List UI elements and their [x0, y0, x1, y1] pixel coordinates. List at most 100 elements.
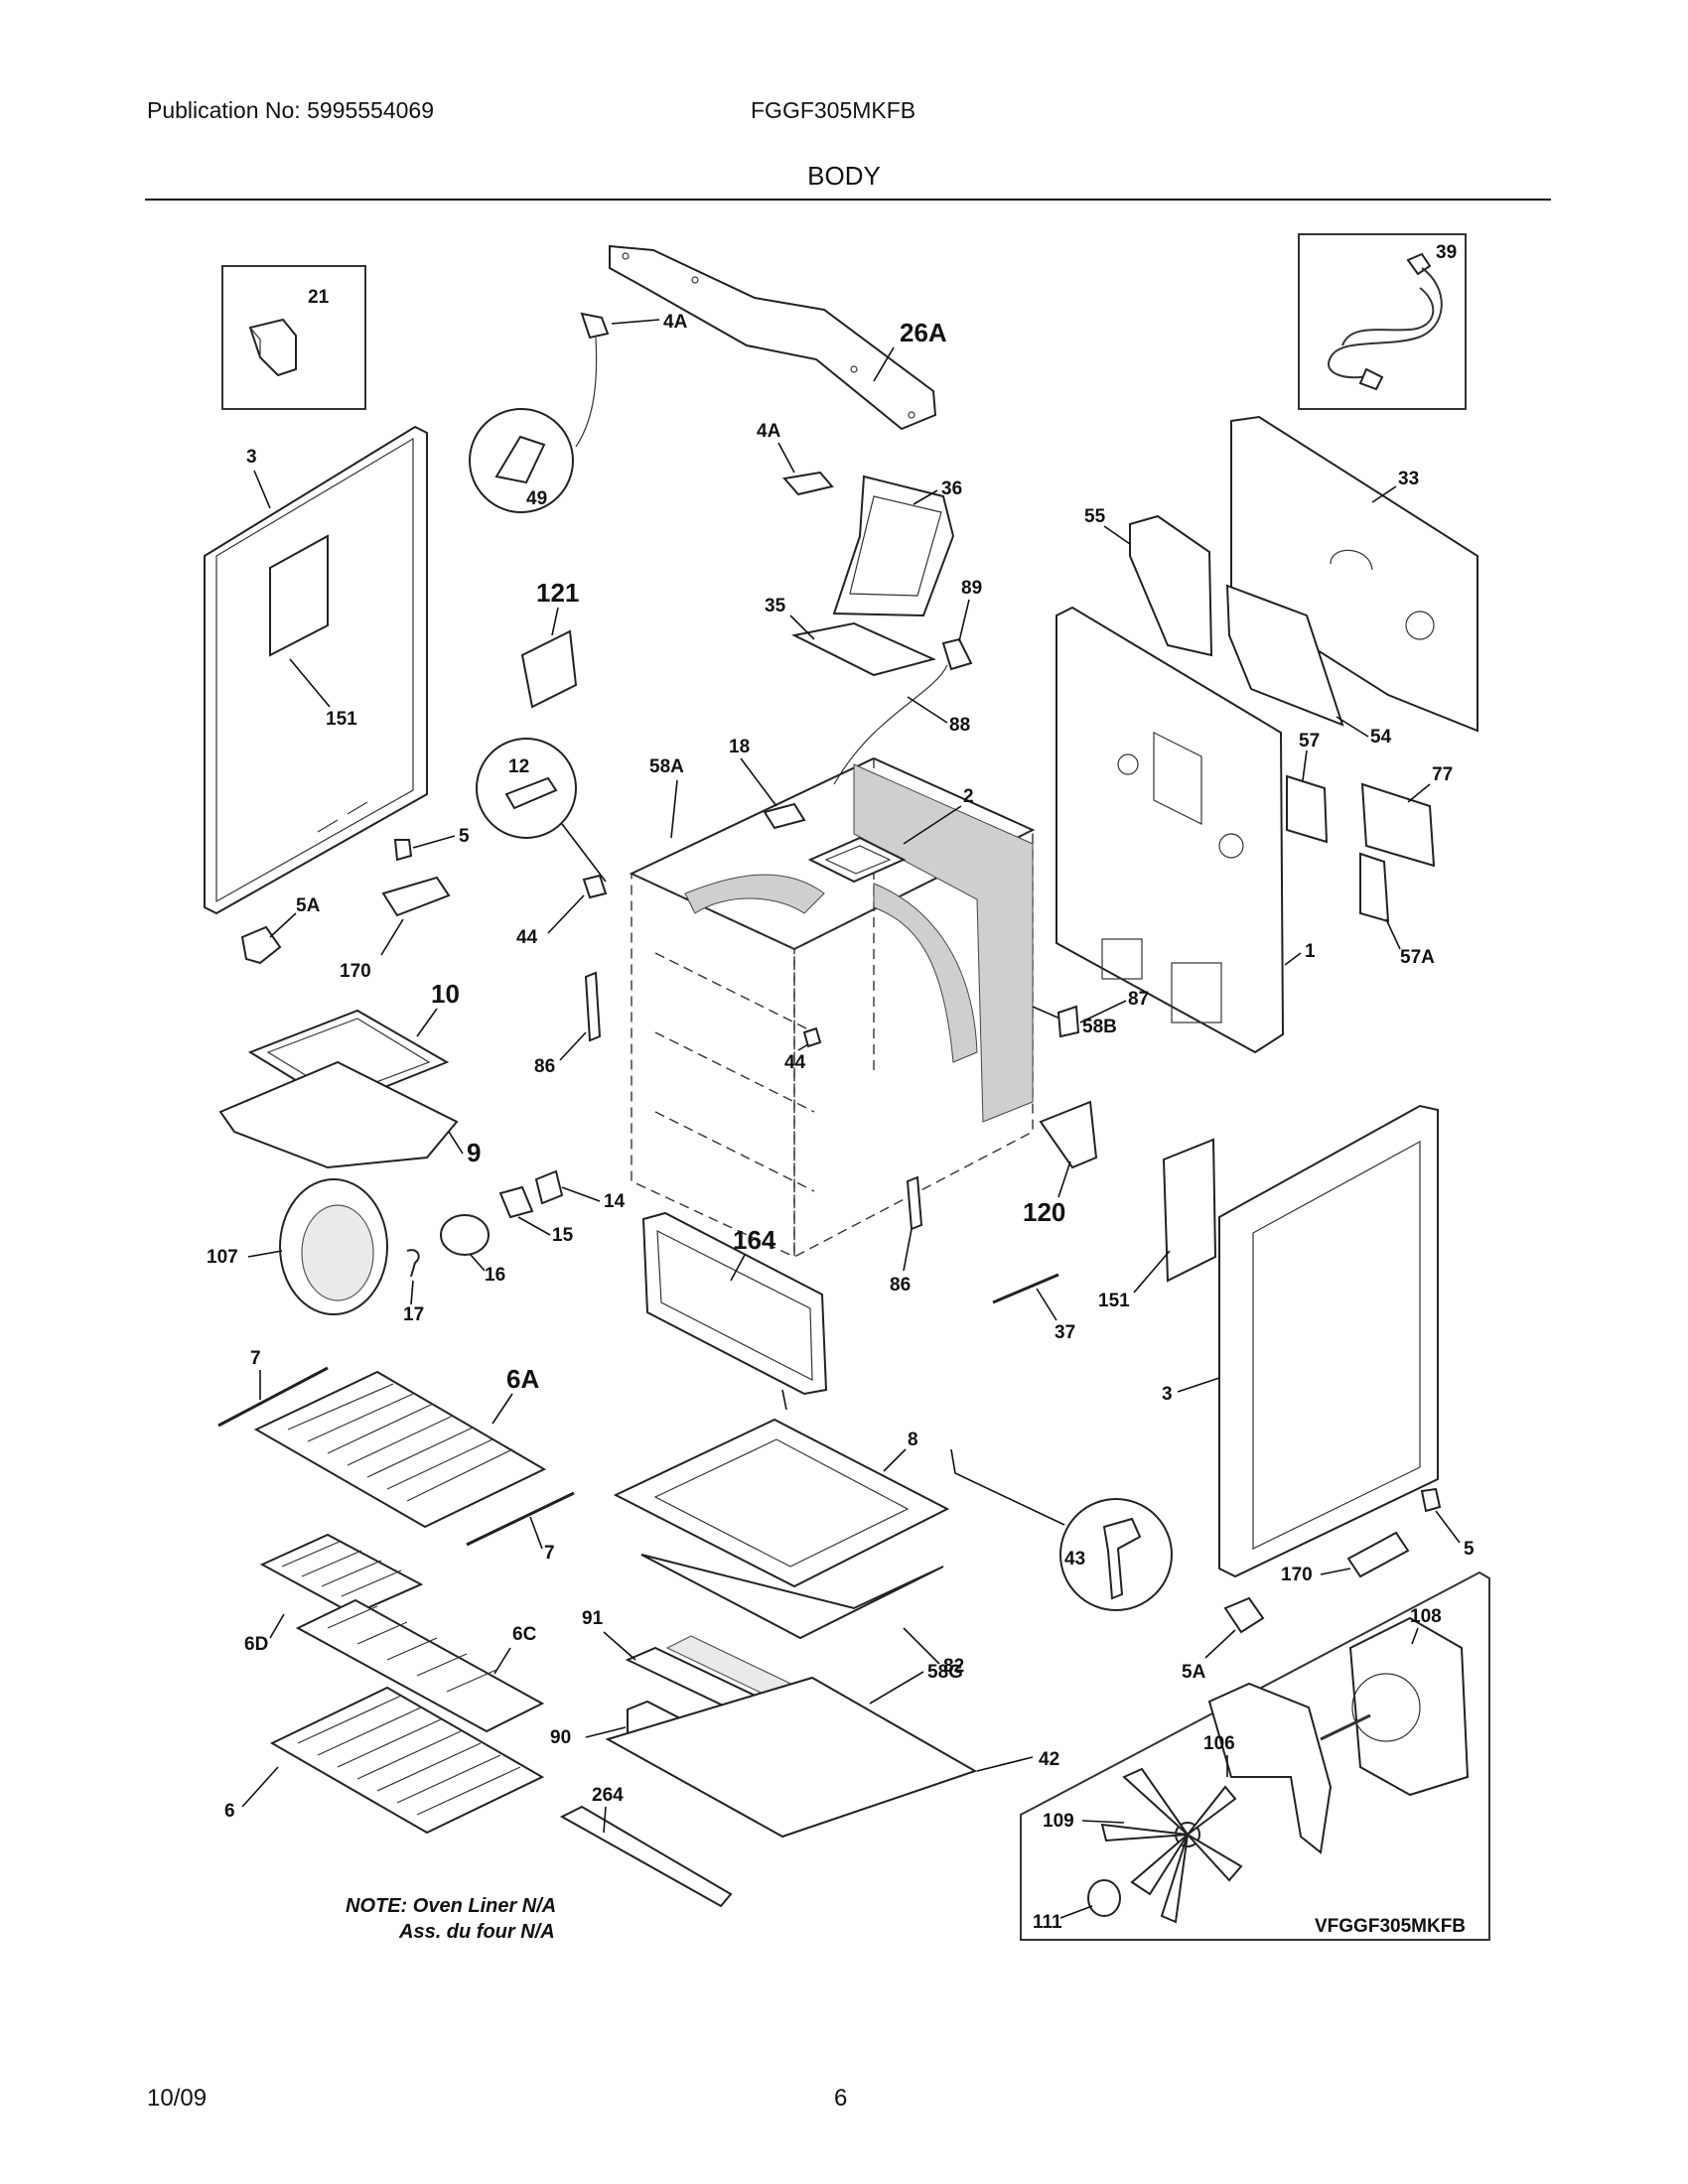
- label-6D: 6D: [244, 1634, 268, 1655]
- label-87: 87: [1128, 989, 1149, 1010]
- part-44-left: [582, 874, 608, 899]
- page-number: 6: [834, 2085, 848, 2112]
- part-6A-rack: [253, 1370, 547, 1529]
- label-164: 164: [733, 1225, 776, 1255]
- label-90: 90: [550, 1727, 571, 1748]
- part-15: [498, 1185, 534, 1219]
- label-49: 49: [526, 488, 547, 509]
- part-18: [763, 802, 806, 830]
- label-77: 77: [1432, 764, 1453, 785]
- label-8: 8: [908, 1430, 918, 1450]
- label-57: 57: [1299, 731, 1320, 751]
- label-170-left: 170: [340, 961, 371, 982]
- label-4A-top: 4A: [663, 312, 688, 333]
- label-151-left: 151: [326, 709, 357, 730]
- label-7-top: 7: [250, 1348, 261, 1369]
- label-26A: 26A: [900, 318, 947, 347]
- part-21-box: [221, 265, 366, 410]
- label-108: 108: [1410, 1606, 1442, 1627]
- label-5-left: 5: [459, 826, 470, 847]
- part-9: [218, 1060, 459, 1169]
- part-89: [941, 637, 973, 671]
- fan-inset-box: [1020, 1570, 1490, 1941]
- label-170-right: 170: [1281, 1565, 1313, 1585]
- part-1-rear-wall: [1055, 606, 1285, 1054]
- label-107: 107: [207, 1247, 238, 1268]
- label-37: 37: [1055, 1322, 1075, 1343]
- label-54: 54: [1370, 727, 1392, 748]
- label-42: 42: [1039, 1749, 1059, 1770]
- label-43: 43: [1064, 1549, 1085, 1570]
- part-106-bracket: [1207, 1682, 1333, 1854]
- part-57A: [1359, 852, 1390, 923]
- part-54: [1225, 584, 1344, 727]
- part-35: [790, 621, 936, 677]
- part-264: [559, 1805, 733, 1908]
- part-6C-rack: [295, 1598, 545, 1733]
- part-170-right: [1346, 1531, 1410, 1578]
- part-16: [440, 1214, 490, 1256]
- label-106: 106: [1203, 1733, 1235, 1754]
- label-86-left: 86: [534, 1056, 555, 1077]
- label-6C: 6C: [512, 1624, 537, 1645]
- note-line-2: Ass. du four N/A: [398, 1921, 555, 1943]
- label-91: 91: [582, 1608, 604, 1629]
- part-3-side-panel-left: [204, 425, 428, 915]
- part-87: [1056, 1005, 1080, 1038]
- label-4A-mid: 4A: [757, 421, 781, 442]
- label-86-right: 86: [890, 1275, 911, 1296]
- label-264: 264: [592, 1785, 624, 1806]
- part-120: [1039, 1100, 1098, 1169]
- part-44-mid: [802, 1026, 822, 1048]
- footer-date: 10/09: [147, 2085, 208, 2112]
- part-4A-sensor-top: [580, 312, 610, 340]
- part-82: [640, 1554, 944, 1640]
- part-57: [1286, 774, 1329, 844]
- part-151-right: [1162, 1138, 1217, 1283]
- part-107-fan-cover: [279, 1178, 388, 1315]
- label-5-right: 5: [1464, 1539, 1475, 1560]
- label-6: 6: [224, 1801, 235, 1822]
- part-170-left: [381, 876, 451, 917]
- header-rule: [145, 199, 1551, 201]
- label-10: 10: [431, 979, 460, 1009]
- label-82: 82: [943, 1656, 964, 1677]
- label-121: 121: [536, 578, 579, 608]
- label-2: 2: [963, 786, 974, 807]
- part-121: [520, 629, 578, 709]
- part-55: [1129, 514, 1213, 657]
- part-111-nut: [1087, 1879, 1121, 1917]
- label-58G: 58G: [927, 1662, 963, 1683]
- label-5A-left: 5A: [296, 895, 321, 916]
- label-9: 9: [467, 1138, 481, 1167]
- label-18: 18: [729, 737, 750, 757]
- label-89: 89: [961, 578, 982, 599]
- label-57A: 57A: [1400, 947, 1435, 968]
- part-7-top: [217, 1366, 329, 1428]
- part-8-bottom-panel: [613, 1418, 950, 1588]
- label-5A-right: 5A: [1182, 1662, 1206, 1683]
- label-55: 55: [1084, 506, 1106, 527]
- label-3-right: 3: [1162, 1384, 1173, 1405]
- part-109-fan-blade: [1100, 1767, 1243, 1924]
- part-39-box: [1298, 233, 1467, 410]
- label-1: 1: [1305, 941, 1316, 962]
- part-86-left: [584, 971, 602, 1042]
- label-88: 88: [949, 715, 970, 736]
- label-111: 111: [1033, 1912, 1062, 1933]
- part-5-screw-left: [393, 839, 413, 862]
- part-17: [406, 1249, 420, 1278]
- part-14: [534, 1169, 564, 1205]
- label-7-bottom: 7: [544, 1543, 555, 1564]
- part-6-rack: [269, 1686, 545, 1835]
- label-109: 109: [1043, 1811, 1074, 1832]
- label-35: 35: [765, 596, 786, 616]
- label-6A: 6A: [506, 1364, 539, 1394]
- label-3-left: 3: [246, 447, 257, 468]
- part-86-right: [906, 1175, 923, 1231]
- label-36: 36: [941, 478, 962, 499]
- part-36: [832, 475, 955, 617]
- label-44-left: 44: [516, 927, 538, 948]
- label-58B: 58B: [1082, 1017, 1117, 1037]
